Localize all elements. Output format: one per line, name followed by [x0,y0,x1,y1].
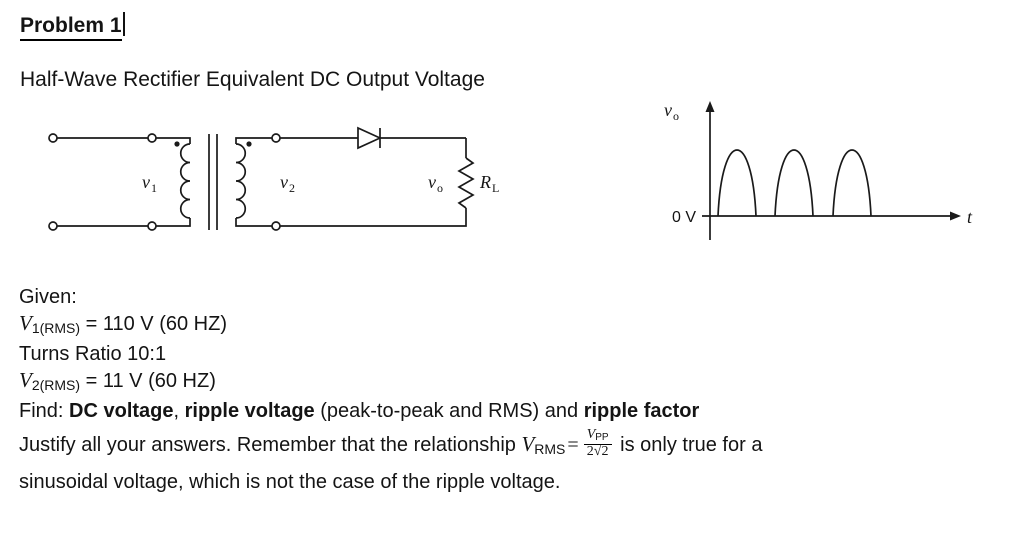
primary-terminal-bottom-left [48,221,58,231]
v1-symbol: V [19,311,32,335]
formula-vrms-sub: RMS [534,441,566,457]
problem-statement: Given: V1(RMS) = 110 V (60 HZ) Turns Rat… [19,284,999,497]
y-axis-arrow-icon [705,101,715,112]
text-cursor [122,12,125,36]
page-title-text: Problem 1 [20,14,122,41]
half-wave-rectified-signal [717,149,872,217]
label-v2: v [280,172,288,192]
justify-line: Justify all your answers. Remember that … [19,426,999,467]
v2-symbol: V [19,368,32,392]
turns-ratio-line: Turns Ratio 10:1 [19,343,167,365]
label-v1: v [142,172,150,192]
primary-polarity-dot [174,141,180,147]
label-v2-sub: 2 [289,181,295,195]
find-line: Find: DC voltage, ripple voltage (peak-t… [19,398,999,424]
waveform-y-label: v [664,100,672,120]
find-ripple-factor: ripple factor [583,400,700,422]
waveform-x-label: t [967,207,973,227]
waveform-origin-label: 0 V [672,209,696,226]
label-rl: R [479,172,491,192]
find-sep: , [173,400,185,422]
formula-num-v: V [586,427,596,443]
v1-value: = 110 V (60 HZ) [80,313,227,335]
x-axis-arrow-icon [950,211,961,221]
v2-value: = 11 V (60 HZ) [80,370,216,392]
secondary-terminal-bottom [271,221,281,231]
formula-vrms: V [521,432,535,456]
resistor-zigzag [457,157,475,209]
find-ripple-voltage: ripple voltage [184,400,315,422]
output-waveform-plot: v o 0 V t [664,100,973,240]
label-rl-sub: L [492,181,499,195]
page-title: Problem 1 [20,12,125,41]
formula-denominator: 2√2 [586,443,609,459]
primary-terminal-top-right [147,133,157,143]
primary-terminal-bottom-right [147,221,157,231]
label-vo: v [428,172,436,192]
formula-num-sub: PP [595,432,609,444]
given-v1-line: V1(RMS) = 110 V (60 HZ) [19,310,999,341]
justify-pre: Justify all your answers. Remember that … [19,434,522,456]
diode-icon [357,126,383,150]
circuit-wires [48,126,475,231]
secondary-polarity-dot [246,141,252,147]
justify-line-2: sinusoidal voltage, which is not the cas… [19,471,561,493]
circuit-diagram: v 1 v 2 v o R L [48,126,499,231]
formula-equals: = [567,434,579,456]
label-v1-sub: 1 [151,181,157,195]
justify-post: is only true for a [614,434,763,456]
find-prefix: Find: [19,400,70,422]
transformer-primary-coil [179,143,191,219]
waveform-y-label-sub: o [673,109,679,123]
find-dc-voltage: DC voltage [69,400,174,422]
formula-numerator: VPP [583,427,612,445]
primary-terminal-top-left [48,133,58,143]
given-heading: Given: [19,286,77,308]
secondary-terminal-top [271,133,281,143]
label-vo-sub: o [437,181,443,195]
v2-symbol-sub: 2(RMS) [31,377,81,393]
page-subtitle: Half-Wave Rectifier Equivalent DC Output… [20,68,485,91]
find-mid: (peak-to-peak and RMS) and [314,400,584,422]
given-v2-line: V2(RMS) = 11 V (60 HZ) [19,367,999,398]
v1-symbol-sub: 1(RMS) [31,320,81,336]
transformer-secondary-coil [235,143,247,219]
